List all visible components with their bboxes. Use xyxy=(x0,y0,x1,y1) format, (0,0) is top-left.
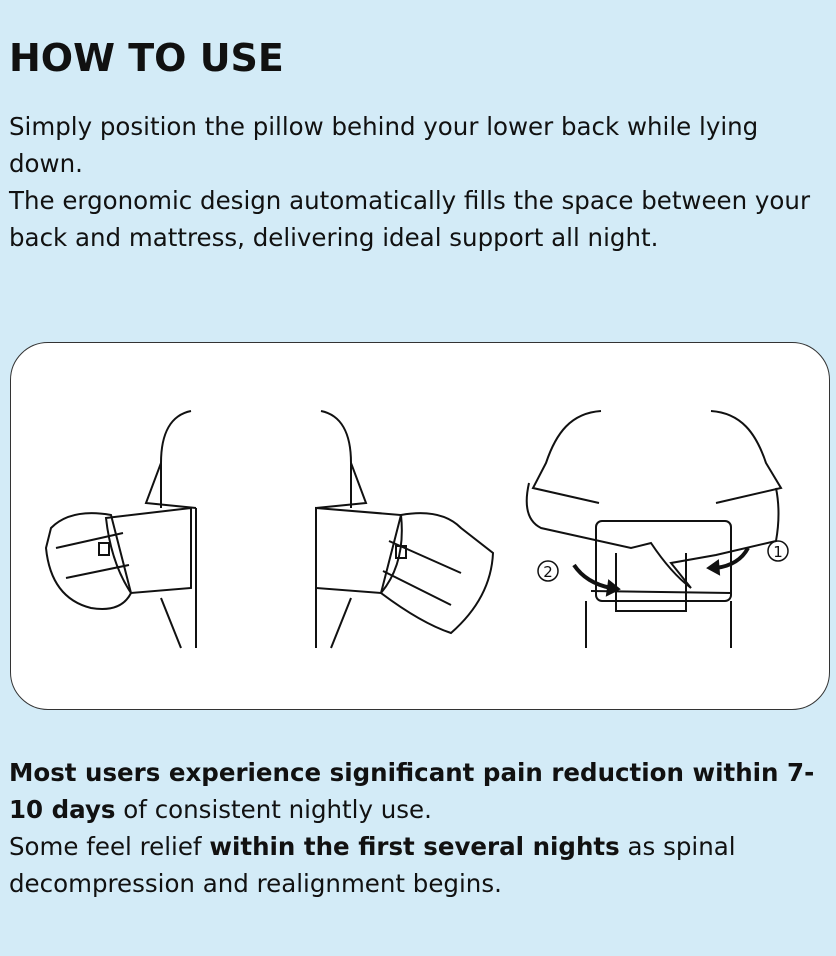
results-line-1: Most users experience significant pain r… xyxy=(9,754,829,828)
arrow-step-1-icon xyxy=(715,546,750,570)
results-line-2: Some feel relief within the first severa… xyxy=(9,828,829,902)
step-2-label: 2 xyxy=(543,563,553,581)
arrowhead-icon xyxy=(605,579,621,597)
figure-side-left xyxy=(44,410,197,649)
arrowhead-icon xyxy=(706,559,721,576)
usage-illustration-panel: 2 1 xyxy=(10,342,830,710)
results-text-2b: as spinal decompression and realignment … xyxy=(9,832,736,898)
results-text-1: of consistent nightly use. xyxy=(115,795,432,824)
intro-text: Simply position the pillow behind your l… xyxy=(9,108,829,256)
figure-front: 2 1 xyxy=(525,410,789,648)
arrow-step-2-icon xyxy=(572,563,612,590)
results-text-2a: Some feel relief xyxy=(9,832,210,861)
results-highlight-2: within the first several nights xyxy=(209,832,620,861)
intro-line-1: Simply position the pillow behind your l… xyxy=(9,112,759,178)
usage-illustration: 2 1 xyxy=(44,410,789,649)
results-text: Most users experience significant pain r… xyxy=(9,754,829,902)
results-highlight-1: Most users experience significant pain r… xyxy=(9,758,815,824)
figure-side-right xyxy=(315,410,495,649)
page-title: HOW TO USE xyxy=(9,36,284,80)
step-1-label: 1 xyxy=(773,543,783,561)
intro-line-2: The ergonomic design automatically fills… xyxy=(9,186,811,252)
